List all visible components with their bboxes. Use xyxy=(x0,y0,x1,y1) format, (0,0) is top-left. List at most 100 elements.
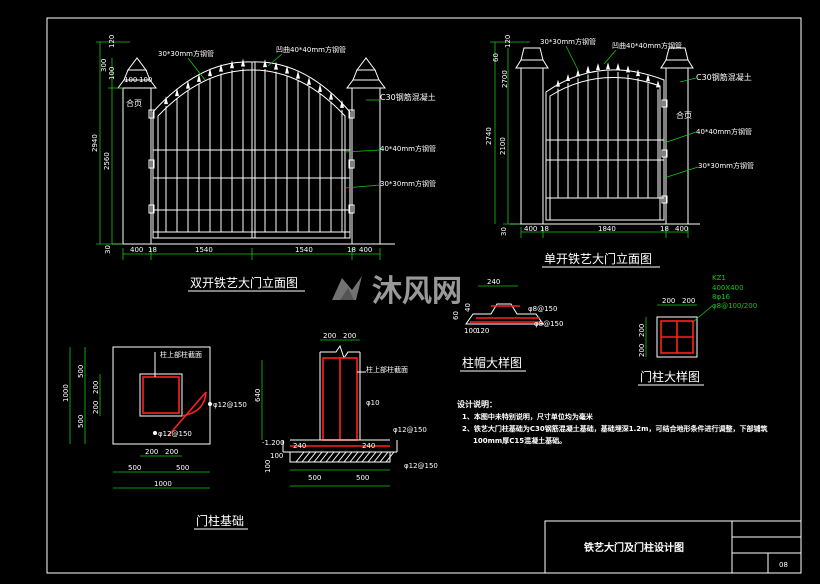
gate-spike xyxy=(285,65,289,74)
title-block: 铁艺大门及门柱设计图 08 xyxy=(544,520,802,574)
fp-dim-b-200-b: 200 xyxy=(165,448,178,456)
fs-dim-top-2: 200 xyxy=(343,332,356,340)
fp-dim-200-a: 200 xyxy=(92,381,100,394)
dg-label-concrete: C30钢筋混凝土 xyxy=(380,92,436,102)
gate-spike xyxy=(230,60,234,69)
gate-spike xyxy=(186,80,190,89)
fp-dim-b-500-b: 500 xyxy=(176,464,189,472)
sheet-frame xyxy=(46,17,802,574)
fp-dim-200-b: 200 xyxy=(92,401,100,414)
col-spec-1: 400X400 xyxy=(712,284,744,292)
sg-bottom-dim-1: 400 xyxy=(524,225,537,233)
fs-dim-500-a: 500 xyxy=(308,474,321,482)
sg-bottom-dim-5: 400 xyxy=(675,225,688,233)
design-notes: 设计说明： 1、本图中未特别说明，尺寸单位均为毫米 2、铁艺大门柱基础为C30钢… xyxy=(457,399,767,445)
dg-label-30tube: 30*30mm方钢管 xyxy=(380,179,436,188)
watermark-logo xyxy=(332,276,362,300)
gate-spike xyxy=(606,62,610,70)
fs-elevation: -1.200 xyxy=(262,439,285,447)
gate-spike xyxy=(175,88,179,97)
sg-dim-2700: 2700 xyxy=(501,70,509,88)
dg-bottom-dim-5: 18 xyxy=(347,246,356,254)
col-dim-left-1: 200 xyxy=(638,324,646,337)
gate-spike xyxy=(646,74,650,82)
sg-right-pillar xyxy=(665,67,689,225)
fs-dim-100-b: 100 xyxy=(270,452,283,460)
sg-label-hinge: 合页 xyxy=(676,110,692,120)
sg-bottom-dim-3: 1840 xyxy=(598,225,616,233)
gate-spike xyxy=(556,79,560,87)
sg-dim-30: 30 xyxy=(500,227,508,236)
hatch-line xyxy=(295,451,305,463)
sg-label-concrete: C30钢筋混凝土 xyxy=(696,72,752,82)
dg-top-label-2: 凹曲40*40mm方钢管 xyxy=(276,45,346,54)
dg-dim-120: 120 xyxy=(108,35,116,48)
cap-rebar-2: φ8@150 xyxy=(534,320,563,328)
fp-dim-b-200-a: 200 xyxy=(145,448,158,456)
hatch-line xyxy=(385,451,395,463)
fs-label-phi10: φ10 xyxy=(366,399,380,407)
dg-small-dim-1: 100 xyxy=(124,76,137,84)
gate-spike xyxy=(616,62,620,70)
dg-dim-300: 300 xyxy=(100,59,108,72)
hatch-line xyxy=(349,451,359,463)
sg-dim-2100: 2100 xyxy=(499,137,507,155)
gate-spike xyxy=(164,96,168,105)
dg-bottom-dim-1: 400 xyxy=(130,246,143,254)
gate-spike xyxy=(241,58,245,67)
hatch-line xyxy=(307,451,317,463)
hatch-line xyxy=(373,451,383,463)
cap-detail: 240 60 40 100 120 φ8@150 φ8@150 xyxy=(452,278,563,335)
foundation-title: 门柱基础 xyxy=(196,513,244,528)
fs-dim-240-a: 240 xyxy=(293,442,306,450)
cap-rebar-1: φ8@150 xyxy=(528,305,557,313)
sg-top-label-1: 30*30mm方钢管 xyxy=(540,37,596,46)
fp-dim-500-b: 500 xyxy=(77,415,85,428)
hatch-line xyxy=(337,451,347,463)
sg-dim-60: 60 xyxy=(492,53,500,62)
gate-spike xyxy=(566,74,570,82)
cap-dim-40: 40 xyxy=(464,303,472,312)
dg-bottom-dim-3: 1540 xyxy=(195,246,213,254)
foundation-plan: 柱上部柱截面 1000 500 500 200 200 200 200 500 … xyxy=(62,346,247,489)
hatch-line xyxy=(367,451,377,463)
sg-bottom-dim-2: 18 xyxy=(540,225,549,233)
fs-label-rebar-1: φ12@150 xyxy=(393,426,427,434)
drawing-title: 铁艺大门及门柱设计图 xyxy=(584,541,684,554)
gate-spike xyxy=(626,65,630,73)
hatch-line xyxy=(379,451,389,463)
gate-spike xyxy=(340,99,344,108)
sg-label-40tube: 40*40mm方钢管 xyxy=(696,127,752,136)
col-spec-2: 8φ16 xyxy=(712,293,731,301)
cap-dim-100: 100 xyxy=(464,327,477,335)
notes-item-2: 2、铁艺大门柱基础为C30钢筋混凝土基础，基础埋深1.2m，可结合地形条件进行调… xyxy=(462,424,767,433)
hatch-line xyxy=(355,451,365,463)
fp-dim-1000: 1000 xyxy=(62,384,70,402)
fs-dim-640: 640 xyxy=(254,389,262,402)
sg-top-label-2: 凹曲40*40mm方钢管 xyxy=(612,41,682,50)
gate-spike xyxy=(263,59,267,68)
fs-dim-100: 100 xyxy=(264,460,272,473)
notes-title: 设计说明： xyxy=(457,399,497,409)
dg-small-dim-2: 100 xyxy=(139,76,152,84)
dg-dim-30: 30 xyxy=(104,245,112,254)
right-pillar xyxy=(351,87,381,245)
single-gate-title: 单开铁艺大门立面图 xyxy=(544,251,652,266)
cap-dim-120: 120 xyxy=(476,327,489,335)
gate-spike xyxy=(274,61,278,70)
fs-label-rebar-2: φ12@150 xyxy=(404,462,438,470)
hatch-line xyxy=(319,451,329,463)
gate-spike xyxy=(329,91,333,100)
hatch-line xyxy=(331,451,341,463)
fs-dim-top-1: 200 xyxy=(323,332,336,340)
dg-dim-2560: 2560 xyxy=(103,152,111,170)
double-gate-title: 双开铁艺大门立面图 xyxy=(190,275,298,290)
fp-dim-500-a: 500 xyxy=(77,365,85,378)
gate-spike xyxy=(636,69,640,77)
left-pillar xyxy=(122,87,152,245)
fp-dim-b-500-a: 500 xyxy=(128,464,141,472)
gate-spike xyxy=(318,83,322,92)
fs-dim-240-b: 240 xyxy=(362,442,375,450)
